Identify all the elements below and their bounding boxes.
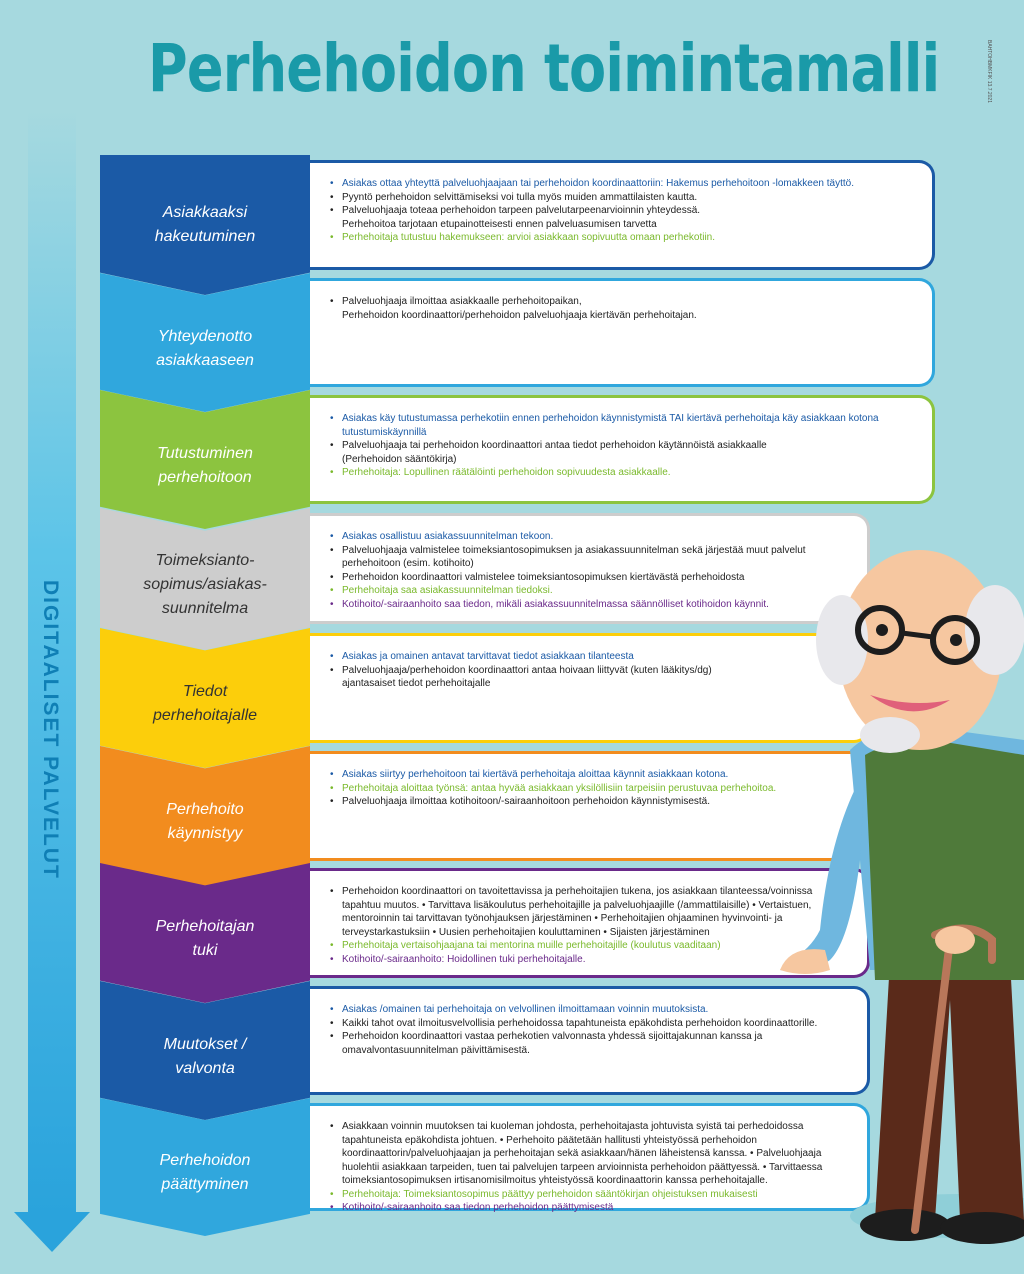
step-bullet: Palveluohjaaja ilmoittaa kotihoitoon/-sa…: [330, 795, 853, 809]
step-bullet: Palveluohjaaja tai perhehoidon koordinaa…: [330, 439, 918, 466]
step-details: Asiakas osallistuu asiakassuunnitelman t…: [310, 513, 870, 625]
step-bullet: Kaikki tahot ovat ilmoitusvelvollisia pe…: [330, 1017, 853, 1031]
step-bullet: Perhehoidon koordinaattori vastaa perhek…: [330, 1030, 853, 1057]
step-bullet: Perhehoitaja tutustuu hakemukseen: arvio…: [330, 231, 918, 245]
step-label: Perhehoidon päättyminen: [159, 1152, 251, 1193]
step-details: Asiakas siirtyy perhehoitoon tai kiertäv…: [310, 751, 870, 861]
step-bullet: Perhehoitaja aloittaa työnsä: antaa hyvä…: [330, 782, 853, 796]
step-bullet: Asiakas siirtyy perhehoitoon tai kiertäv…: [330, 768, 853, 782]
step-chevron: Perhehoito käynnistyy: [100, 746, 310, 886]
step-bullet: Perhehoitaja vertaisohjaajana tai mentor…: [330, 939, 853, 953]
step-bullet: Perhehoidon koordinaattori on tavoitetta…: [330, 885, 853, 939]
step-bullet: Perhehoitaja: Lopullinen räätälöinti per…: [330, 466, 918, 480]
step-bullet: Perhehoitaja saa asiakassuunnitelman tie…: [330, 584, 853, 598]
step-chevron: Perhehoitajan tuki: [100, 863, 310, 1003]
step-label: Muutokset / valvonta: [163, 1035, 247, 1077]
timeline-arrow-label: DIGITAALISET PALVELUT: [39, 580, 62, 880]
step-bullet: Perhehoitaja: Toimeksiantosopimus päätty…: [330, 1188, 853, 1202]
step-details: Asiakas ja omainen antavat tarvittavat t…: [310, 633, 870, 743]
step-chevron: Toimeksianto- sopimus/asiakas- suunnitel…: [100, 508, 310, 650]
step-label: Tiedot perhehoitajalle: [152, 683, 258, 724]
step-chevron: Yhteydenotto asiakkaaseen: [100, 273, 310, 412]
step-bullet: Pyyntö perhehoidon selvittämiseksi voi t…: [330, 191, 918, 205]
step-bullet: Palveluohjaaja ilmoittaa asiakkaalle per…: [330, 295, 918, 322]
step-bullet: Kotihoito/-sairaanhoito saa tiedon, mikä…: [330, 598, 853, 612]
step-label: Perhehoitajan tuki: [155, 918, 255, 959]
step-bullet: Kotihoito/-sairaanhoito: Hoidollinen tuk…: [330, 953, 853, 967]
step-chevron: Tutustuminen perhehoitoon: [100, 390, 310, 529]
step-bullet: Asiakas /omainen tai perhehoitaja on vel…: [330, 1003, 853, 1017]
step-label: Toimeksianto- sopimus/asiakas- suunnitel…: [143, 552, 267, 617]
step-bullet: Asiakkaan voinnin muutoksen tai kuoleman…: [330, 1120, 853, 1188]
step-chevron: Tiedot perhehoitajalle: [100, 628, 310, 768]
step-details: Asiakas /omainen tai perhehoitaja on vel…: [310, 986, 870, 1095]
step-bullet: Asiakas ottaa yhteyttä palveluohjaajaan …: [330, 177, 918, 191]
timeline-arrow-shaft: [28, 110, 76, 1215]
step-label: Yhteydenotto asiakkaaseen: [156, 327, 254, 369]
step-bullet: Asiakas osallistuu asiakassuunnitelman t…: [330, 530, 853, 544]
step-bullet: Palveluohjaaja/perhehoidon koordinaattor…: [330, 664, 853, 691]
step-details: Palveluohjaaja ilmoittaa asiakkaalle per…: [310, 278, 935, 387]
timeline-arrow-head: [14, 1212, 90, 1252]
step-label: Tutustuminen perhehoitoon: [157, 444, 253, 486]
step-bullet: Kotihoito/-sairaanhoito saa tiedon perhe…: [330, 1201, 853, 1215]
step-bullet: Palveluohjaaja toteaa perhehoidon tarpee…: [330, 204, 918, 231]
step-chevron: Perhehoidon päättyminen: [100, 1098, 310, 1236]
step-label: Asiakkaaksi hakeutuminen: [154, 204, 256, 245]
page-title: Perhehoidon toimintamalli: [148, 30, 940, 107]
step-chevron: Asiakkaaksi hakeutuminen: [100, 155, 310, 295]
step-details: Perhehoidon koordinaattori on tavoitetta…: [310, 868, 870, 978]
step-details: Asiakkaan voinnin muutoksen tai kuoleman…: [310, 1103, 870, 1214]
step-bullet: Palveluohjaaja valmistelee toimeksiantos…: [330, 544, 853, 571]
step-bullet: Asiakas ja omainen antavat tarvittavat t…: [330, 650, 853, 664]
step-label: Perhehoito käynnistyy: [166, 801, 244, 842]
grandfather-illustration: [780, 550, 1024, 1244]
side-note: BAHTOHBMKFIK 13.7.2021: [986, 40, 992, 103]
step-chevron: Muutokset / valvonta: [100, 981, 310, 1120]
step-details: Asiakas ottaa yhteyttä palveluohjaajaan …: [310, 160, 935, 270]
step-details: Asiakas käy tutustumassa perhekotiin enn…: [310, 395, 935, 504]
step-bullet: Perhehoidon koordinaattori valmistelee t…: [330, 571, 853, 585]
step-bullet: Asiakas käy tutustumassa perhekotiin enn…: [330, 412, 918, 439]
